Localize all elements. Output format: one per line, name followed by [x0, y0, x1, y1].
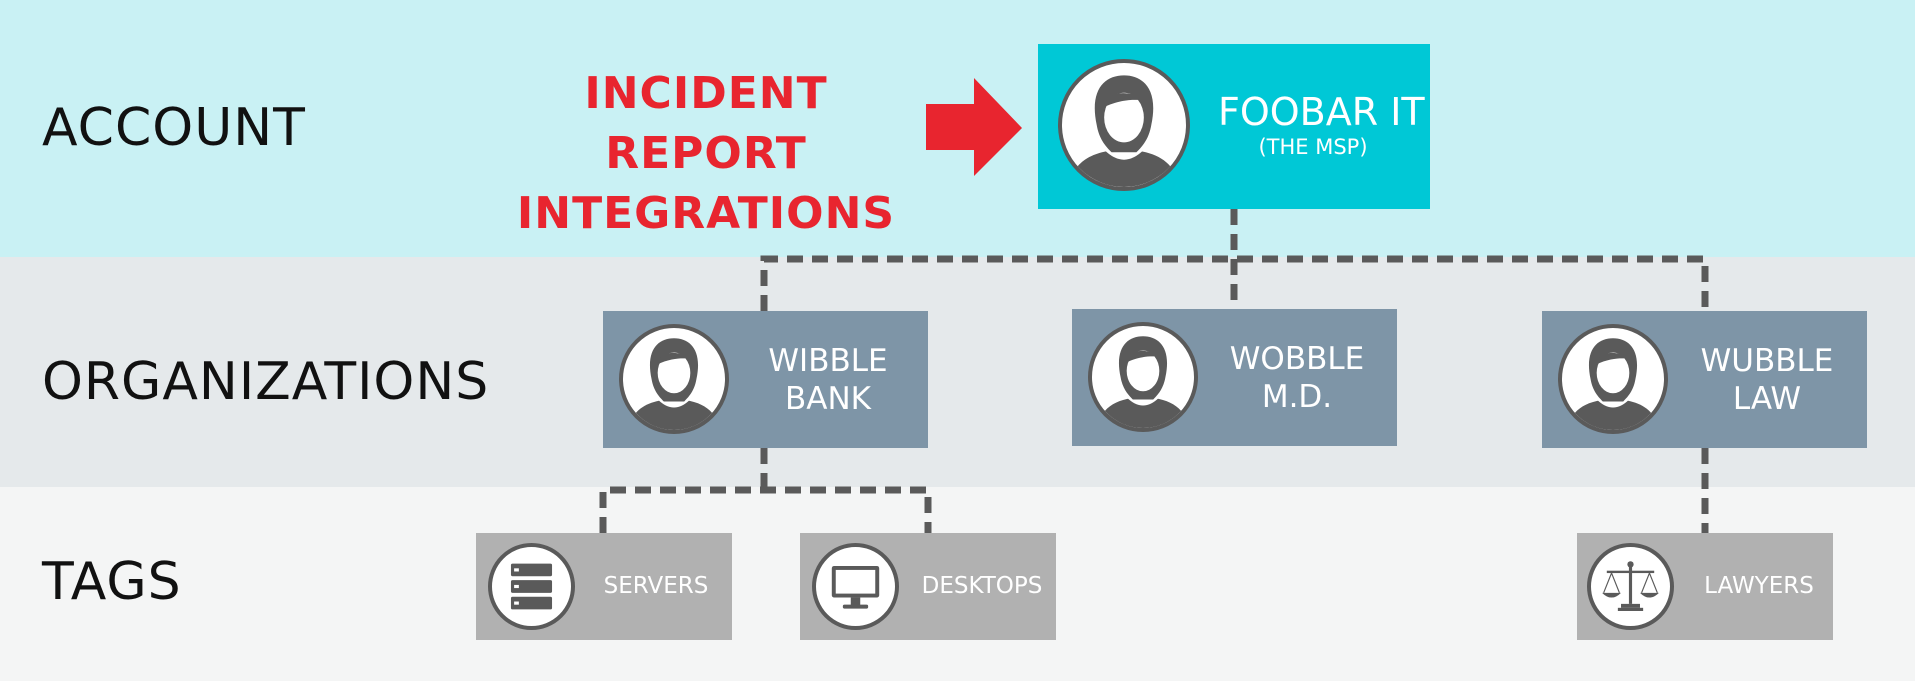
tag-label: LAWYERS	[1704, 573, 1814, 599]
callout-line-2: INTEGRATIONS	[516, 188, 896, 239]
tag-box-desktops[interactable]: DESKTOPS	[800, 533, 1056, 640]
row-label-account: ACCOUNT	[42, 98, 306, 158]
row-label-organizations: ORGANIZATIONS	[42, 352, 490, 412]
org-box-wobble-md[interactable]: WOBBLE M.D.	[1072, 309, 1397, 446]
person-icon	[1058, 59, 1190, 191]
org-label-line-1: WUBBLE	[1700, 343, 1834, 379]
account-box-foobar-it[interactable]: FOOBAR IT (THE MSP)	[1038, 44, 1430, 209]
row-label-tags: TAGS	[42, 552, 182, 612]
person-icon	[1088, 322, 1198, 432]
org-label: WIBBLE BANK	[743, 342, 913, 418]
callout-text: INCIDENT REPORT INTEGRATIONS	[486, 64, 926, 244]
person-icon	[1558, 324, 1668, 434]
account-subtitle: (THE MSP)	[1258, 135, 1368, 159]
account-name: FOOBAR IT	[1218, 90, 1425, 134]
org-box-wibble-bank[interactable]: WIBBLE BANK	[603, 311, 928, 448]
account-label: FOOBAR IT (THE MSP)	[1218, 90, 1425, 160]
org-label-line-1: WOBBLE	[1229, 341, 1365, 377]
server-icon	[488, 543, 575, 630]
arrow-right-icon	[926, 78, 1022, 176]
scales-icon	[1587, 543, 1674, 630]
org-label: WOBBLE M.D.	[1212, 340, 1382, 416]
org-label-line-2: M.D.	[1261, 379, 1333, 415]
person-icon	[619, 324, 729, 434]
desktop-icon	[812, 543, 899, 630]
org-label-line-2: BANK	[785, 381, 871, 417]
connector-org-bus	[760, 255, 1709, 311]
tag-box-servers[interactable]: SERVERS	[476, 533, 732, 640]
org-label-line-1: WIBBLE	[768, 343, 888, 379]
org-box-wubble-law[interactable]: WUBBLE LAW	[1542, 311, 1867, 448]
tag-box-lawyers[interactable]: LAWYERS	[1577, 533, 1833, 640]
tag-label: SERVERS	[603, 573, 709, 599]
org-label: WUBBLE LAW	[1682, 342, 1852, 418]
callout-line-1: INCIDENT REPORT	[584, 68, 828, 179]
org-label-line-2: LAW	[1732, 381, 1802, 417]
tag-label: DESKTOPS	[921, 573, 1043, 599]
connector-tag-bus	[599, 486, 932, 533]
